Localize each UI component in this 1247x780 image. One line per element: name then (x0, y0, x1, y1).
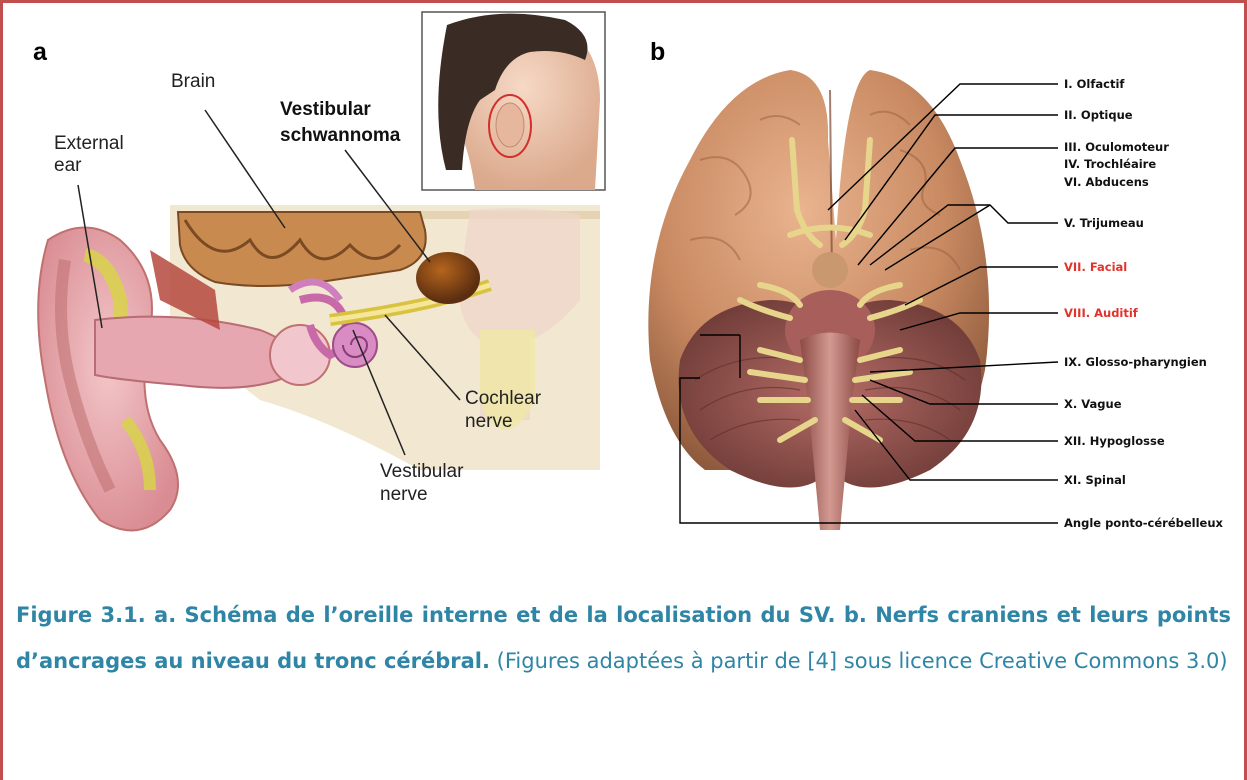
label-vestibular-nerve-line1: Vestibular (380, 460, 463, 483)
label-vestibular-nerve-line2: nerve (380, 483, 428, 506)
inner-ear-diagram (38, 205, 600, 530)
brain-base-diagram (648, 70, 989, 530)
label-external-ear-line1: External (54, 132, 124, 155)
label-nerve-12: XII. Hypoglosse (1064, 434, 1165, 449)
inset-head-image (422, 12, 605, 190)
label-nerve-11: XI. Spinal (1064, 473, 1126, 488)
label-nerve-7: VII. Facial (1064, 260, 1127, 275)
label-vestibular-schwannoma-line1: Vestibular (280, 98, 371, 121)
label-nerve-9: IX. Glosso-pharyngien (1064, 355, 1207, 370)
figure-caption: Figure 3.1. a. Schéma de l’oreille inter… (16, 592, 1231, 684)
label-nerve-3: III. Oculomoteur (1064, 140, 1169, 155)
caption-normal: (Figures adaptées à partir de [4] sous l… (490, 649, 1228, 673)
label-nerve-4: IV. Trochléaire (1064, 157, 1156, 172)
label-nerve-2: II. Optique (1064, 108, 1133, 123)
label-cochlear-nerve-line1: Cochlear (465, 387, 541, 410)
label-nerve-10: X. Vague (1064, 397, 1122, 412)
label-nerve-1: I. Olfactif (1064, 77, 1124, 92)
panel-b-letter: b (650, 38, 665, 67)
label-nerve-6: VI. Abducens (1064, 175, 1149, 190)
panel-a-letter: a (33, 38, 47, 67)
label-nerve-5: V. Trijumeau (1064, 216, 1144, 231)
label-vestibular-schwannoma-line2: schwannoma (280, 124, 400, 147)
label-external-ear-line2: ear (54, 154, 81, 177)
label-nerve-8: VIII. Auditif (1064, 306, 1138, 321)
label-angle-ponto-cerebelleux: Angle ponto-cérébelleux (1064, 516, 1223, 531)
label-brain: Brain (171, 70, 215, 93)
label-cochlear-nerve-line2: nerve (465, 410, 513, 433)
